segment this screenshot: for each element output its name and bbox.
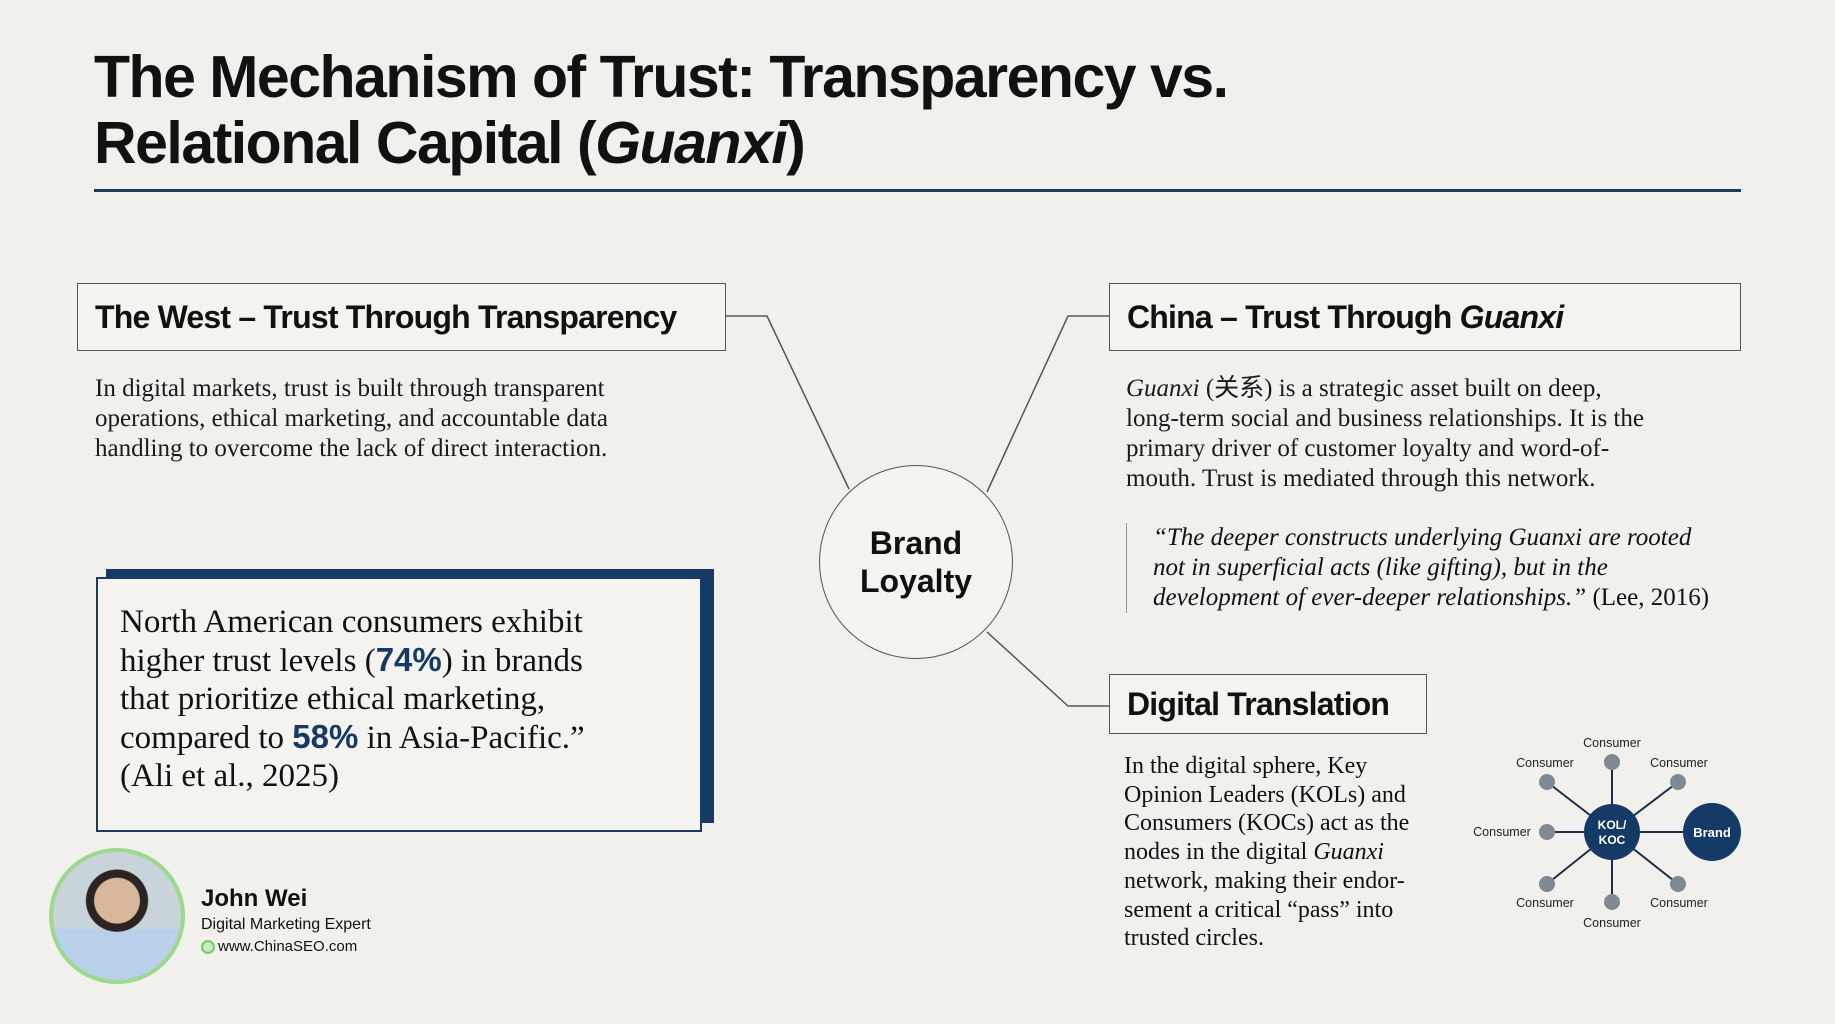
author-site-link[interactable]: www.ChinaSEO.com bbox=[218, 938, 358, 955]
title-guanxi: Guanxi bbox=[595, 110, 788, 176]
quote-citation: (Lee, 2016) bbox=[1586, 584, 1710, 611]
consumer-node bbox=[1604, 754, 1620, 770]
title-text: Relational Capital ( bbox=[94, 110, 597, 176]
quote-line: higher trust levels (74%) in brands bbox=[120, 641, 678, 680]
consumer-label: Consumer bbox=[1516, 756, 1574, 770]
consumer-label: Consumer bbox=[1583, 736, 1641, 750]
hub-label: KOL/ bbox=[1598, 818, 1627, 832]
west-connector bbox=[726, 315, 850, 490]
quote-line: that prioritize ethical marketing, bbox=[120, 681, 546, 717]
consumer-node bbox=[1670, 774, 1686, 790]
consumer-node bbox=[1539, 876, 1555, 892]
title-text: ) bbox=[786, 110, 806, 176]
china-connector bbox=[986, 315, 1109, 493]
page-title: The Mechanism of Trust: Transparency vs.… bbox=[94, 44, 1229, 176]
guanxi-term: Guanxi bbox=[1126, 375, 1200, 402]
quote-text: ) in brands bbox=[441, 643, 583, 679]
brand-label: Brand bbox=[1693, 825, 1731, 840]
china-body-line: long-term social and business relationsh… bbox=[1126, 405, 1644, 432]
consumer-node bbox=[1604, 894, 1620, 910]
digital-body-line: nodes in the digital Guanxi bbox=[1124, 838, 1409, 867]
author-avatar bbox=[49, 848, 185, 984]
hub-label: KOC bbox=[1599, 833, 1626, 847]
digital-connector bbox=[986, 631, 1109, 707]
digital-body-line: network, making their endor- bbox=[1124, 867, 1405, 894]
title-divider bbox=[94, 189, 1741, 192]
digital-text: nodes in the digital bbox=[1124, 839, 1314, 866]
china-body: Guanxi (关系) is a strategic asset built o… bbox=[1126, 374, 1644, 494]
digital-body-line: sement a critical “pass” into bbox=[1124, 896, 1394, 923]
west-body-line: handling to overcome the lack of direct … bbox=[95, 435, 608, 462]
center-text: Loyalty bbox=[859, 563, 973, 599]
digital-body-line: Consumers (KOCs) act as the bbox=[1124, 810, 1410, 837]
china-heading: China – Trust Through Guanxi bbox=[1109, 283, 1741, 351]
china-body-line: primary driver of customer loyalty and w… bbox=[1126, 435, 1610, 462]
china-body-line: mouth. Trust is mediated through this ne… bbox=[1126, 465, 1596, 492]
consumer-node bbox=[1539, 774, 1555, 790]
quote-line: “The deeper constructs underlying Guanxi… bbox=[1153, 524, 1692, 551]
consumer-label: Consumer bbox=[1650, 896, 1708, 910]
china-body-line: Guanxi (关系) is a strategic asset built o… bbox=[1126, 374, 1644, 404]
center-text: Brand bbox=[869, 525, 963, 561]
quote-text: higher trust levels ( bbox=[120, 643, 376, 679]
kol-hub-node bbox=[1584, 804, 1640, 860]
consumer-label: Consumer bbox=[1583, 916, 1641, 930]
west-heading: The West – Trust Through Transparency bbox=[77, 283, 726, 351]
author-info: John Wei Digital Marketing Expert www.Ch… bbox=[201, 885, 371, 955]
china-heading-guanxi: Guanxi bbox=[1459, 298, 1564, 335]
digital-heading-text: Digital Translation bbox=[1127, 685, 1390, 722]
west-body-line: operations, ethical marketing, and accou… bbox=[95, 405, 608, 432]
stat-58: 58% bbox=[292, 718, 359, 755]
quote-citation: (Ali et al., 2025) bbox=[120, 758, 340, 794]
digital-heading: Digital Translation bbox=[1109, 674, 1427, 734]
title-line-2: Relational Capital (Guanxi) bbox=[94, 110, 1227, 176]
quote-line: development of ever-deeper relationships… bbox=[1153, 584, 1587, 611]
stat-74: 74% bbox=[375, 641, 442, 678]
guanxi-term: Guanxi bbox=[1313, 839, 1384, 866]
consumer-label: Consumer bbox=[1516, 896, 1574, 910]
china-heading-text: China – Trust Through bbox=[1127, 298, 1460, 335]
author-role: Digital Marketing Expert bbox=[201, 916, 371, 933]
west-heading-text: The West – Trust Through Transparency bbox=[95, 298, 677, 335]
consumer-node bbox=[1539, 824, 1555, 840]
globe-icon bbox=[201, 939, 215, 954]
consumer-label: Consumer bbox=[1473, 825, 1531, 839]
digital-body-line: Opinion Leaders (KOLs) and bbox=[1124, 781, 1406, 808]
author-site-row: www.ChinaSEO.com bbox=[201, 938, 371, 955]
china-body-text: (关系) is a strategic asset built on deep, bbox=[1199, 375, 1602, 402]
quote-line: not in superficial acts (like gifting), … bbox=[1153, 554, 1608, 581]
china-quote: “The deeper constructs underlying Guanxi… bbox=[1126, 523, 1746, 613]
consumer-label: Consumer bbox=[1650, 756, 1708, 770]
digital-body: In the digital sphere, Key Opinion Leade… bbox=[1124, 752, 1409, 953]
consumer-node bbox=[1670, 876, 1686, 892]
quote-text: in Asia-Pacific.” bbox=[358, 720, 585, 756]
quote-line: North American consumers exhibit bbox=[120, 604, 583, 640]
author-name: John Wei bbox=[201, 885, 308, 912]
quote-text: compared to bbox=[120, 720, 293, 756]
quote-line: compared to 58% in Asia-Pacific.” bbox=[120, 718, 678, 757]
digital-body-line: trusted circles. bbox=[1124, 925, 1264, 952]
west-body-line: In digital markets, trust is built throu… bbox=[95, 375, 605, 402]
digital-body-line: In the digital sphere, Key bbox=[1124, 753, 1368, 779]
title-line-1: The Mechanism of Trust: Transparency vs. bbox=[94, 44, 1229, 110]
west-body: In digital markets, trust is built throu… bbox=[95, 374, 608, 464]
brand-node bbox=[1683, 803, 1741, 861]
west-quote-box: North American consumers exhibit higher … bbox=[96, 577, 702, 832]
